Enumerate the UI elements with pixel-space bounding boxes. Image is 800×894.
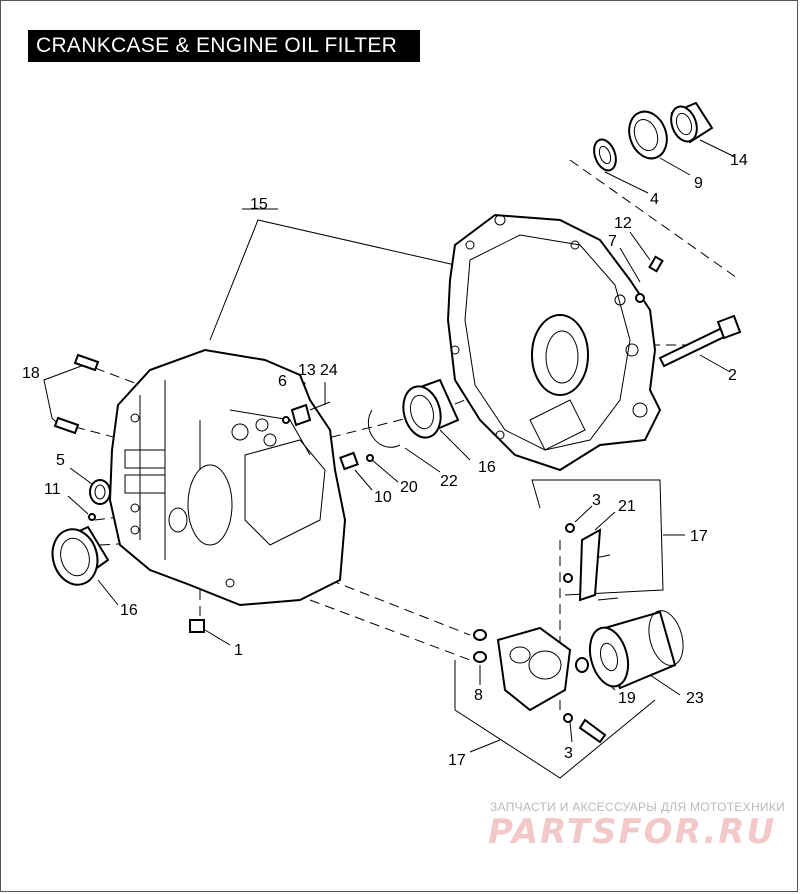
callout-7: 7 [608, 233, 617, 250]
callout-23: 23 [686, 690, 704, 707]
callout-14: 14 [730, 152, 748, 169]
callout-9: 9 [694, 175, 703, 192]
callout-12: 12 [614, 215, 632, 232]
callout-5: 5 [56, 452, 65, 469]
dowel-pins [635, 255, 664, 303]
watermark-tagline: ЗАПЧАСТИ И АКСЕССУАРЫ ДЛЯ МОТОТЕХНИКИ [490, 800, 786, 814]
callout-3-lower: 3 [564, 745, 573, 762]
callout-17-upper: 17 [690, 528, 708, 545]
right-crankcase-half [446, 213, 662, 472]
callout-4: 4 [650, 191, 659, 208]
main-bearing-right [402, 378, 460, 439]
callout-20: 20 [400, 479, 418, 496]
callout-24: 24 [320, 362, 338, 379]
callout-16-left: 16 [120, 602, 138, 619]
needle-bearing [88, 479, 111, 521]
bearing-set [593, 101, 714, 172]
callout-17-lower: 17 [448, 752, 466, 769]
callout-16-right: 16 [478, 459, 496, 476]
callout-3-upper: 3 [592, 492, 601, 509]
studs [53, 353, 100, 435]
callout-2: 2 [728, 367, 737, 384]
callout-21: 21 [618, 498, 636, 515]
callout-18: 18 [22, 365, 40, 382]
callout-13: 13 [298, 362, 316, 379]
callout-22: 22 [440, 473, 458, 490]
oil-filter-adapter [473, 523, 619, 744]
diagram-title: CRANKCASE & ENGINE OIL FILTER [28, 30, 420, 62]
leader-lines [43, 139, 736, 779]
long-bolt [658, 314, 742, 368]
watermark-logo: PARTSFOR.RU [488, 812, 777, 852]
small-fasteners [282, 401, 374, 471]
main-bearing-left [51, 525, 110, 586]
callout-19: 19 [618, 690, 636, 707]
callout-15: 15 [250, 196, 268, 213]
left-crankcase-half [108, 348, 347, 607]
callout-10: 10 [374, 489, 392, 506]
callout-labels: 15 18 6 13 24 5 11 16 1 10 20 22 16 2 12… [22, 152, 748, 769]
callout-11: 11 [44, 481, 61, 498]
oil-filter [575, 610, 684, 690]
callout-8: 8 [474, 687, 483, 704]
callout-1: 1 [234, 642, 243, 659]
retaining-ring [367, 409, 401, 448]
drain-plug [189, 619, 205, 633]
callout-6: 6 [278, 373, 287, 390]
